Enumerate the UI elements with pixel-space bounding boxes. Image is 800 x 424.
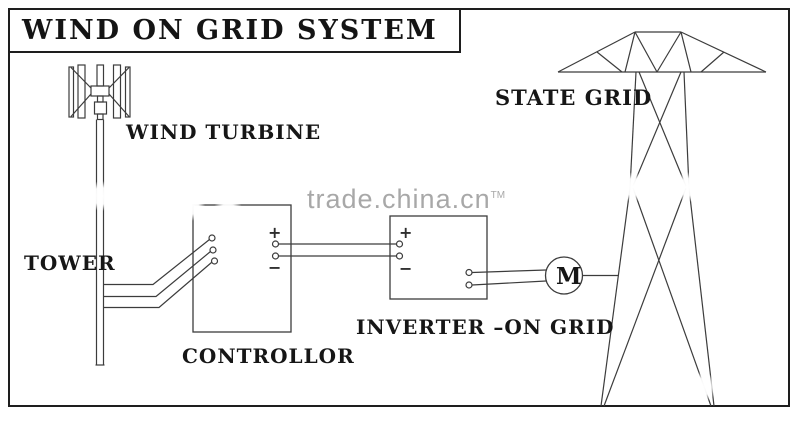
controller-plus-label: + — [268, 223, 281, 242]
phase-cables — [104, 239, 212, 309]
motor-letter: M — [556, 263, 581, 290]
inverter-box: + − — [389, 215, 488, 300]
watermark: trade.china.cnTM — [307, 184, 505, 215]
wind-turbine-label: WIND TURBINE — [126, 120, 322, 144]
controller-label: CONTROLLOR — [182, 344, 355, 368]
inverter-plus-label: + — [399, 223, 412, 242]
ac-wires — [465, 268, 547, 289]
title-box: WIND ON GRID SYSTEM — [8, 8, 461, 53]
inverter-minus-label: − — [399, 259, 412, 278]
watermark-text: trade.china.cn — [307, 184, 491, 214]
state-grid-label: STATE GRID — [495, 85, 653, 110]
page-title: WIND ON GRID SYSTEM — [22, 15, 438, 46]
tower-label: TOWER — [24, 251, 116, 275]
tower-pole — [95, 119, 105, 366]
controller-minus-label: − — [268, 258, 281, 277]
inverter-label: INVERTER –ON GRID — [356, 315, 615, 339]
controller-output-terminals: + − — [268, 223, 281, 277]
wind-turbine-symbol — [68, 64, 131, 121]
watermark-tm: TM — [490, 190, 506, 201]
dc-wires — [278, 243, 397, 257]
motor-symbol: M — [544, 256, 619, 295]
grid-pylon — [557, 31, 767, 407]
